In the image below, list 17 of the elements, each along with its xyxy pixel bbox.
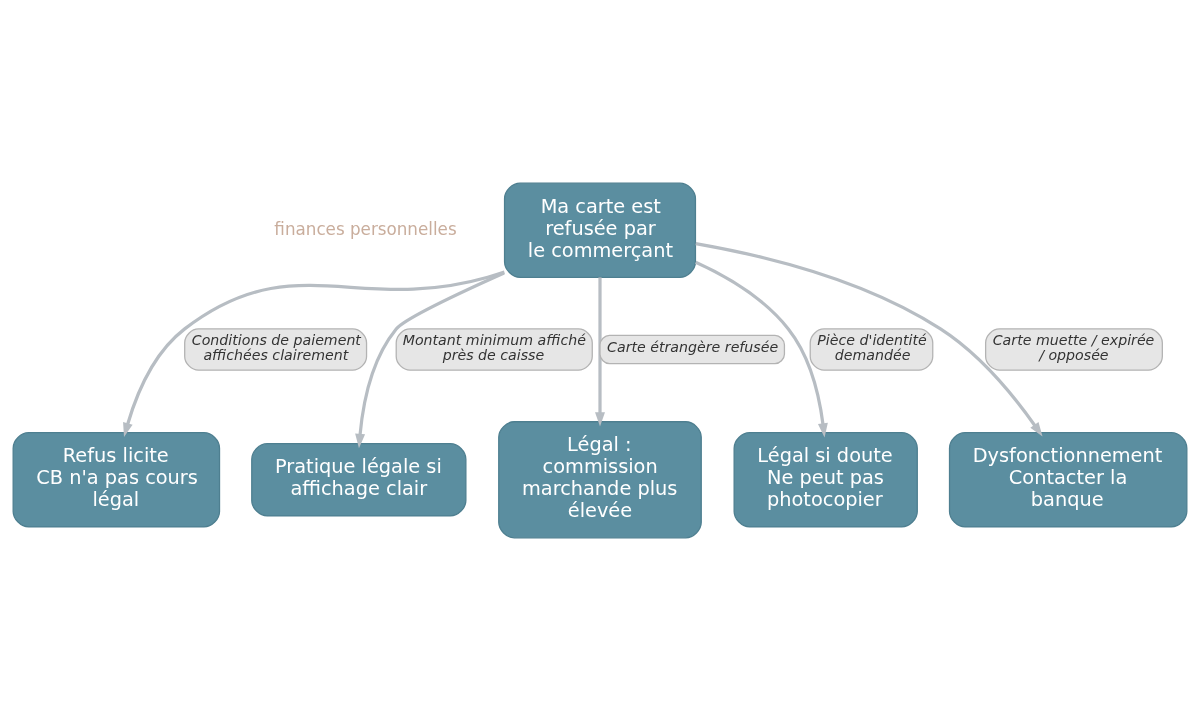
arrow: [695, 242, 1043, 437]
node-box: Dysfonctionnement Contacter la banque: [948, 432, 1188, 528]
edge-label: Carte muette / expirée / opposée: [992, 332, 1155, 363]
node-box: Légal si doute Ne peut pas photocopier: [733, 432, 918, 528]
node-box: Légal : commission marchande plus élevée: [498, 421, 702, 539]
node-box: Pratique légale si affichage clair: [251, 443, 467, 517]
edge-label: Montant minimum affiché près de caisse: [402, 332, 586, 363]
node-box: Ma carte est refusée par le commerçant: [503, 182, 697, 278]
arrow: [695, 260, 828, 438]
edge-label: Carte étrangère refusée: [607, 338, 779, 355]
edge-label: Conditions de paiement affichées clairement: [191, 332, 361, 363]
arrow: [355, 271, 505, 449]
edge-label: Pièce d'identité demandée: [817, 332, 927, 363]
arrow: [595, 277, 605, 427]
arrow: [123, 270, 505, 438]
node-box: Refus licite CB n'a pas cours légal: [12, 432, 221, 528]
label: finances personnelles: [274, 218, 457, 239]
